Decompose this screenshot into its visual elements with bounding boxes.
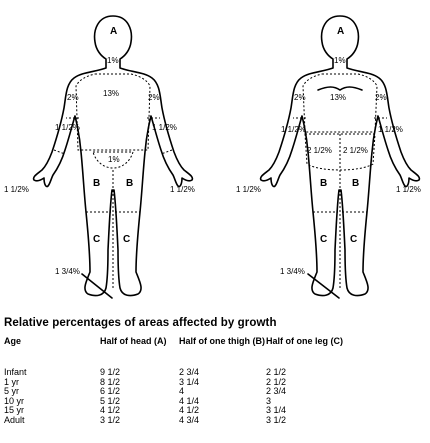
- back-left-thigh-label: B: [320, 178, 327, 189]
- cell-thigh: 3 1/4: [179, 378, 266, 388]
- back-shoulder-blades: [318, 87, 362, 90]
- back-foot-label: 1 3/4%: [280, 267, 305, 276]
- front-foot-label: 1 3/4%: [55, 267, 80, 276]
- back-left-forearm-label: 1 1/2%: [281, 125, 306, 134]
- back-right-leg-label: C: [350, 234, 357, 245]
- front-right-hand-label: 1 1/2%: [170, 185, 195, 194]
- front-genital-label: 1%: [108, 155, 120, 164]
- cell-leg: 2 3/4: [266, 387, 346, 397]
- front-head-label: A: [110, 26, 117, 37]
- growth-percentages-table: Age Half of head (A) Half of one thigh (…: [4, 336, 346, 426]
- front-left-upper-arm-label: 2%: [67, 93, 79, 102]
- back-right-forearm-label: 1 1/2%: [378, 125, 403, 134]
- front-right-upper-arm-label: 2%: [148, 93, 160, 102]
- back-neck-label: 1%: [334, 56, 346, 65]
- back-left-hand-label: 1 1/2%: [236, 185, 261, 194]
- back-right-thigh-label: B: [352, 178, 359, 189]
- back-figure: A 1% 13% 2% 2% 1 1/2% 1 1/2% 2 1/2% 2 1/…: [236, 16, 421, 298]
- back-right-hand-label: 1 1/2%: [396, 185, 421, 194]
- front-left-thigh-label: B: [93, 178, 100, 189]
- back-left-upper-arm-label: 2%: [294, 93, 306, 102]
- front-chest-zone: [76, 74, 150, 150]
- body-diagram: A 1% 13% 2% 2% 1 1/2% 1 1/2% 1% 1 1/2% 1…: [0, 0, 430, 300]
- header-head: Half of head (A): [100, 336, 179, 368]
- front-right-wrist-line: [161, 150, 172, 154]
- cell-head: 3 1/2: [100, 416, 179, 426]
- header-age: Age: [4, 336, 100, 368]
- front-neck-label: 1%: [107, 56, 119, 65]
- back-left-buttock-label: 2 1/2%: [307, 146, 332, 155]
- back-head-label: A: [337, 26, 344, 37]
- front-left-wrist-line: [54, 150, 65, 154]
- cell-age: Adult: [4, 416, 100, 426]
- header-leg: Half of one leg (C): [266, 336, 346, 368]
- back-right-buttock-label: 2 1/2%: [343, 146, 368, 155]
- front-chest-label: 13%: [103, 89, 119, 98]
- table-title: Relative percentages of areas affected b…: [4, 317, 277, 329]
- back-left-leg-label: C: [320, 234, 327, 245]
- front-right-thigh-label: B: [126, 178, 133, 189]
- front-left-leg-label: C: [93, 234, 100, 245]
- back-trunk-label: 13%: [330, 93, 346, 102]
- back-right-upper-arm-label: 2%: [375, 93, 387, 102]
- header-thigh: Half of one thigh (B): [179, 336, 266, 368]
- cell-leg: 3 1/2: [266, 416, 346, 426]
- cell-thigh: 4 3/4: [179, 416, 266, 426]
- front-right-forearm-label: 1 1/2%: [152, 123, 177, 132]
- back-trunk-zone: [303, 74, 377, 132]
- front-left-hand-label: 1 1/2%: [4, 185, 29, 194]
- front-figure: A 1% 13% 2% 2% 1 1/2% 1 1/2% 1% 1 1/2% 1…: [4, 16, 195, 298]
- front-right-leg-label: C: [123, 234, 130, 245]
- front-left-forearm-label: 1 1/2%: [55, 123, 80, 132]
- table-header-row: Age Half of head (A) Half of one thigh (…: [4, 336, 346, 368]
